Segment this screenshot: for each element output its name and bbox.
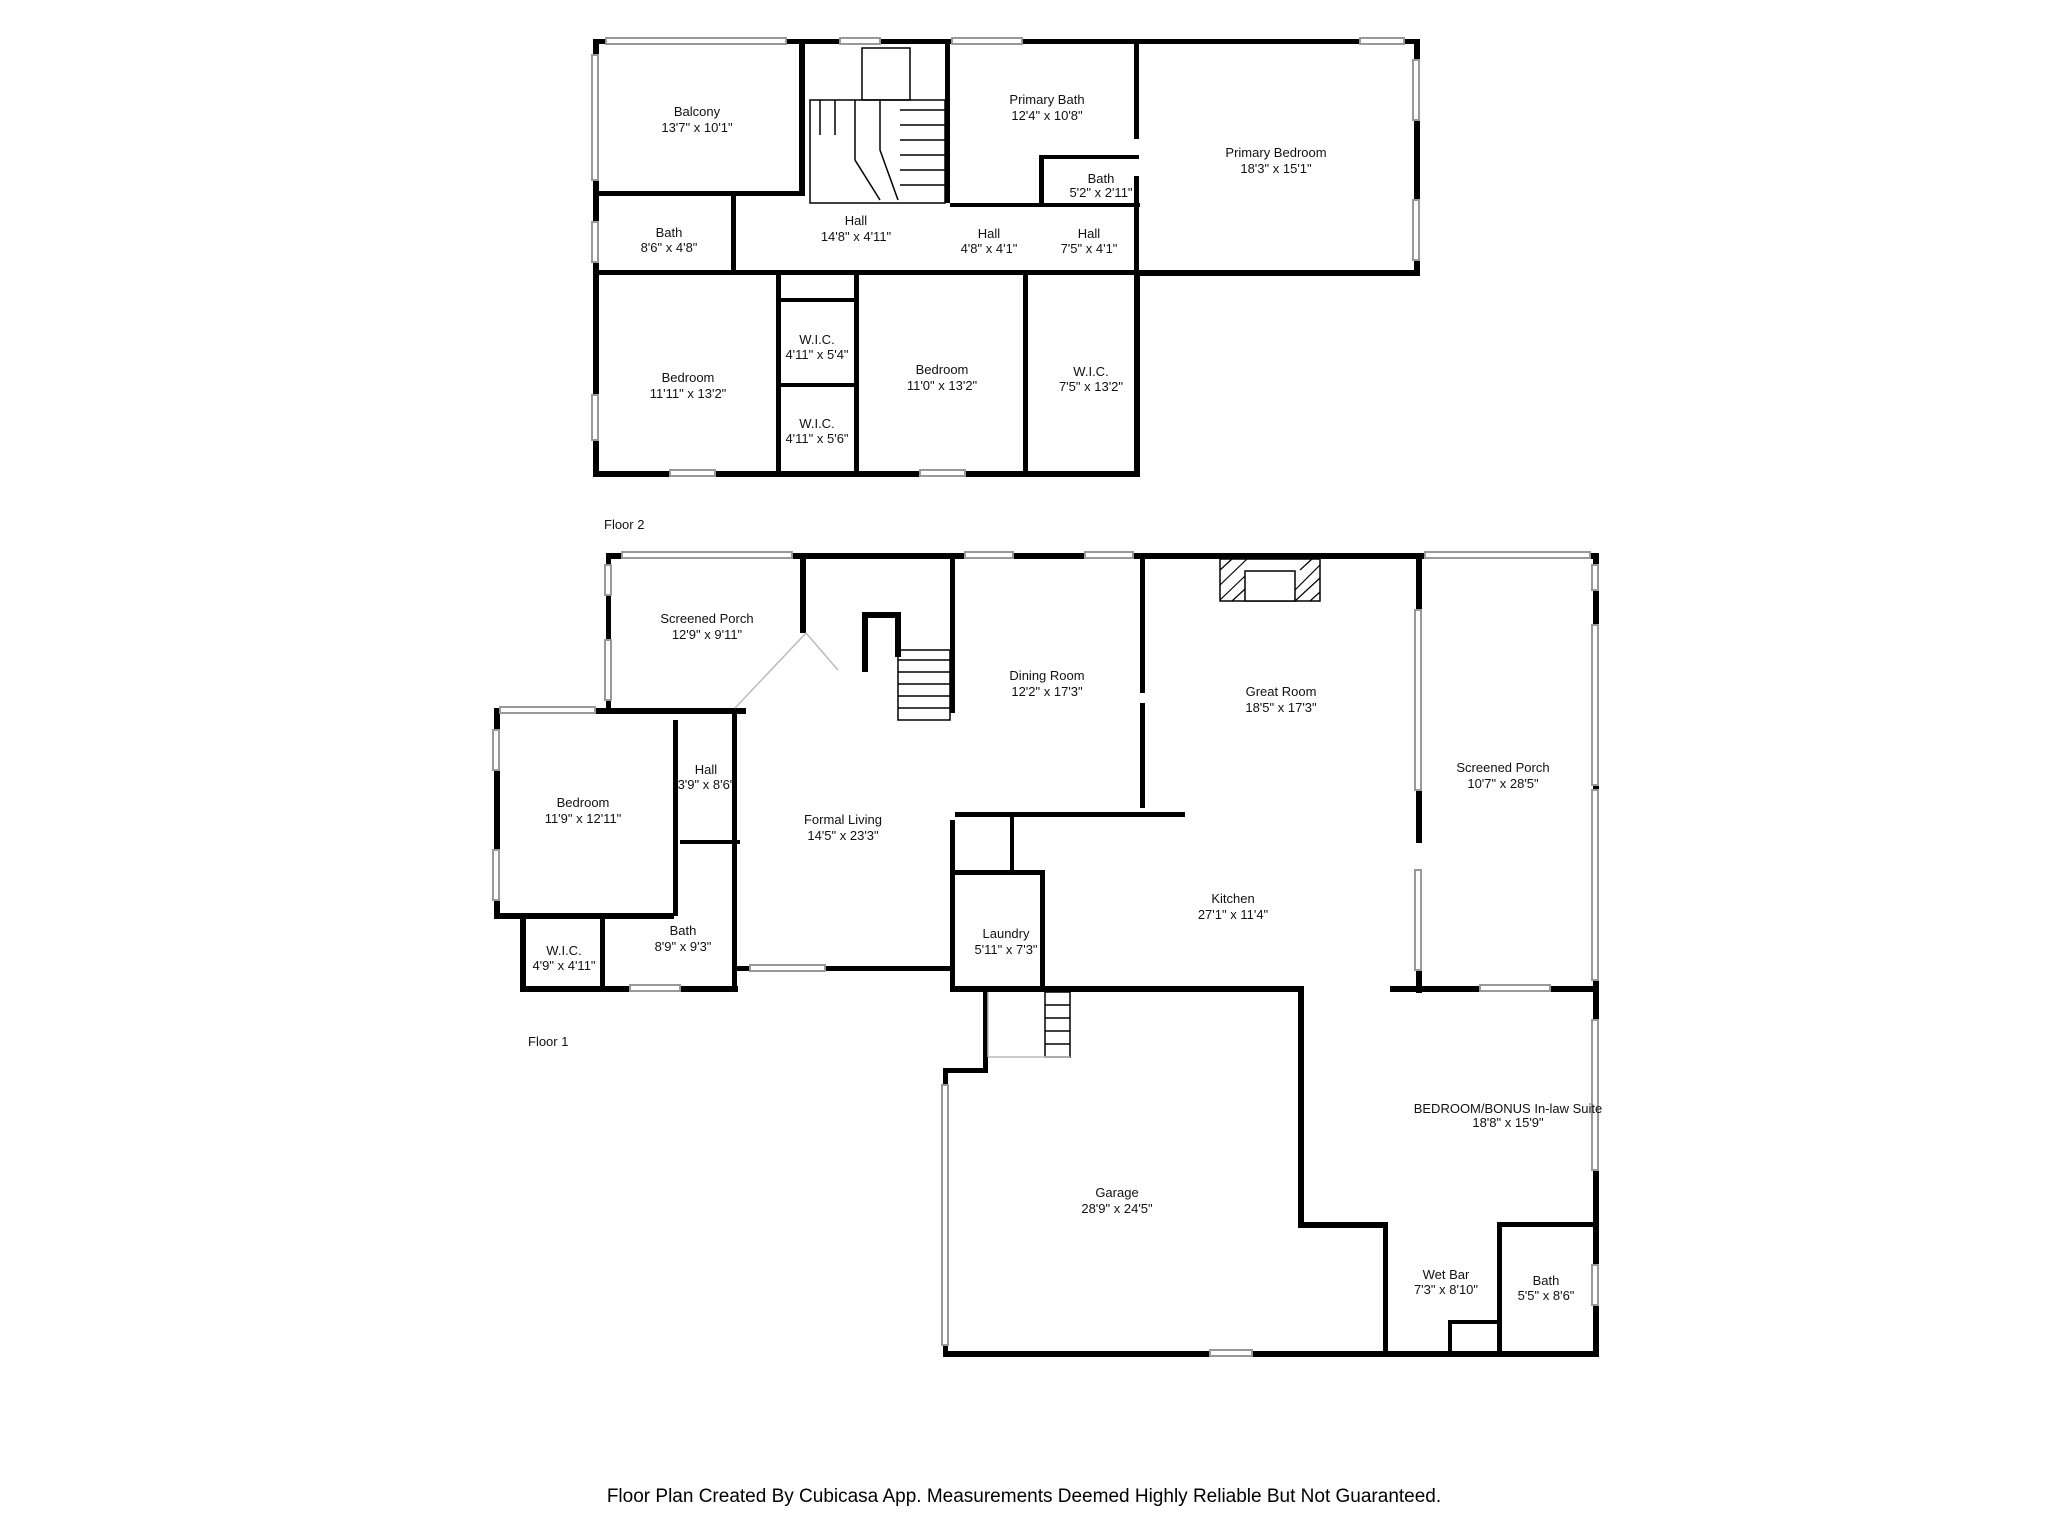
room-name: Laundry bbox=[983, 926, 1030, 941]
floor-2-plan: Balcony 13'7" x 10'1" Primary Bath 12'4"… bbox=[591, 37, 1420, 532]
room-dims: 18'5" x 17'3" bbox=[1245, 700, 1317, 715]
room-name: Bath bbox=[1088, 171, 1115, 186]
room-name: Bath bbox=[1533, 1273, 1560, 1288]
room-name: Bedroom bbox=[557, 795, 610, 810]
room-name: Hall bbox=[695, 762, 718, 777]
room-name: W.I.C. bbox=[1073, 364, 1108, 379]
room-dims: 13'7" x 10'1" bbox=[661, 120, 733, 135]
room-dims: 18'8" x 15'9" bbox=[1472, 1115, 1544, 1130]
room-name: Great Room bbox=[1246, 684, 1317, 699]
room-name: Hall bbox=[1078, 226, 1101, 241]
room-dims: 12'2" x 17'3" bbox=[1011, 684, 1083, 699]
room-dims: 4'11" x 5'4" bbox=[785, 347, 848, 362]
room-dims: 12'4" x 10'8" bbox=[1011, 108, 1083, 123]
room-name: BEDROOM/BONUS In-law Suite bbox=[1414, 1101, 1603, 1116]
room-dims: 11'0" x 13'2" bbox=[907, 378, 978, 393]
floor-2-stairs bbox=[809, 47, 946, 204]
room-name: Bedroom bbox=[662, 370, 715, 385]
floor-1-plan: Screened Porch 12'9" x 9'11" Dining Room… bbox=[492, 551, 1603, 1357]
floor-2-windows bbox=[591, 37, 1420, 477]
room-dims: 8'6" x 4'8" bbox=[641, 240, 698, 255]
room-dims: 14'5" x 23'3" bbox=[807, 828, 879, 843]
room-name: Primary Bedroom bbox=[1225, 145, 1326, 160]
room-dims: 18'3" x 15'1" bbox=[1240, 161, 1312, 176]
room-name: Balcony bbox=[674, 104, 721, 119]
room-name: Hall bbox=[978, 226, 1001, 241]
room-dims: 8'9" x 9'3" bbox=[655, 939, 712, 954]
room-dims: 12'9" x 9'11" bbox=[672, 627, 743, 642]
floor-1-stairs bbox=[734, 632, 1071, 1058]
room-name: Screened Porch bbox=[1456, 760, 1549, 775]
room-name: Kitchen bbox=[1211, 891, 1254, 906]
room-dims: 4'9" x 4'11" bbox=[532, 958, 595, 973]
room-dims: 14'8" x 4'11" bbox=[821, 229, 892, 244]
room-dims: 4'8" x 4'1" bbox=[961, 241, 1018, 256]
room-dims: 11'11" x 13'2" bbox=[650, 386, 727, 401]
room-name: W.I.C. bbox=[799, 332, 834, 347]
room-name: W.I.C. bbox=[546, 943, 581, 958]
room-dims: 28'9" x 24'5" bbox=[1081, 1201, 1153, 1216]
room-name: W.I.C. bbox=[799, 416, 834, 431]
room-dims: 7'5" x 13'2" bbox=[1059, 379, 1123, 394]
room-name: Bedroom bbox=[916, 362, 969, 377]
room-name: Bath bbox=[656, 225, 683, 240]
floor-1-windows bbox=[492, 551, 1599, 1357]
room-name: Bath bbox=[670, 923, 697, 938]
room-name: Screened Porch bbox=[660, 611, 753, 626]
room-name: Hall bbox=[845, 213, 868, 228]
footer-disclaimer: Floor Plan Created By Cubicasa App. Meas… bbox=[606, 1486, 1442, 1507]
room-name: Wet Bar bbox=[1423, 1267, 1470, 1282]
room-name: Dining Room bbox=[1009, 668, 1084, 683]
room-dims: 3'9" x 8'6" bbox=[678, 777, 735, 792]
room-dims: 11'9" x 12'11" bbox=[545, 811, 622, 826]
fireplace-icon bbox=[1219, 558, 1321, 602]
floor-label: Floor 1 bbox=[528, 1034, 568, 1049]
room-dims: 5'2" x 2'11" bbox=[1069, 185, 1132, 200]
room-dims: 4'11" x 5'6" bbox=[785, 431, 848, 446]
room-dims: 5'5" x 8'6" bbox=[1518, 1288, 1575, 1303]
room-name: Garage bbox=[1095, 1185, 1138, 1200]
room-name: Formal Living bbox=[804, 812, 882, 827]
room-name: Primary Bath bbox=[1009, 92, 1084, 107]
room-dims: 5'11" x 7'3" bbox=[974, 942, 1037, 957]
room-dims: 10'7" x 28'5" bbox=[1467, 776, 1539, 791]
room-dims: 27'1" x 11'4" bbox=[1198, 907, 1269, 922]
room-dims: 7'3" x 8'10" bbox=[1414, 1282, 1478, 1297]
floor-label: Floor 2 bbox=[604, 517, 644, 532]
room-dims: 7'5" x 4'1" bbox=[1061, 241, 1118, 256]
